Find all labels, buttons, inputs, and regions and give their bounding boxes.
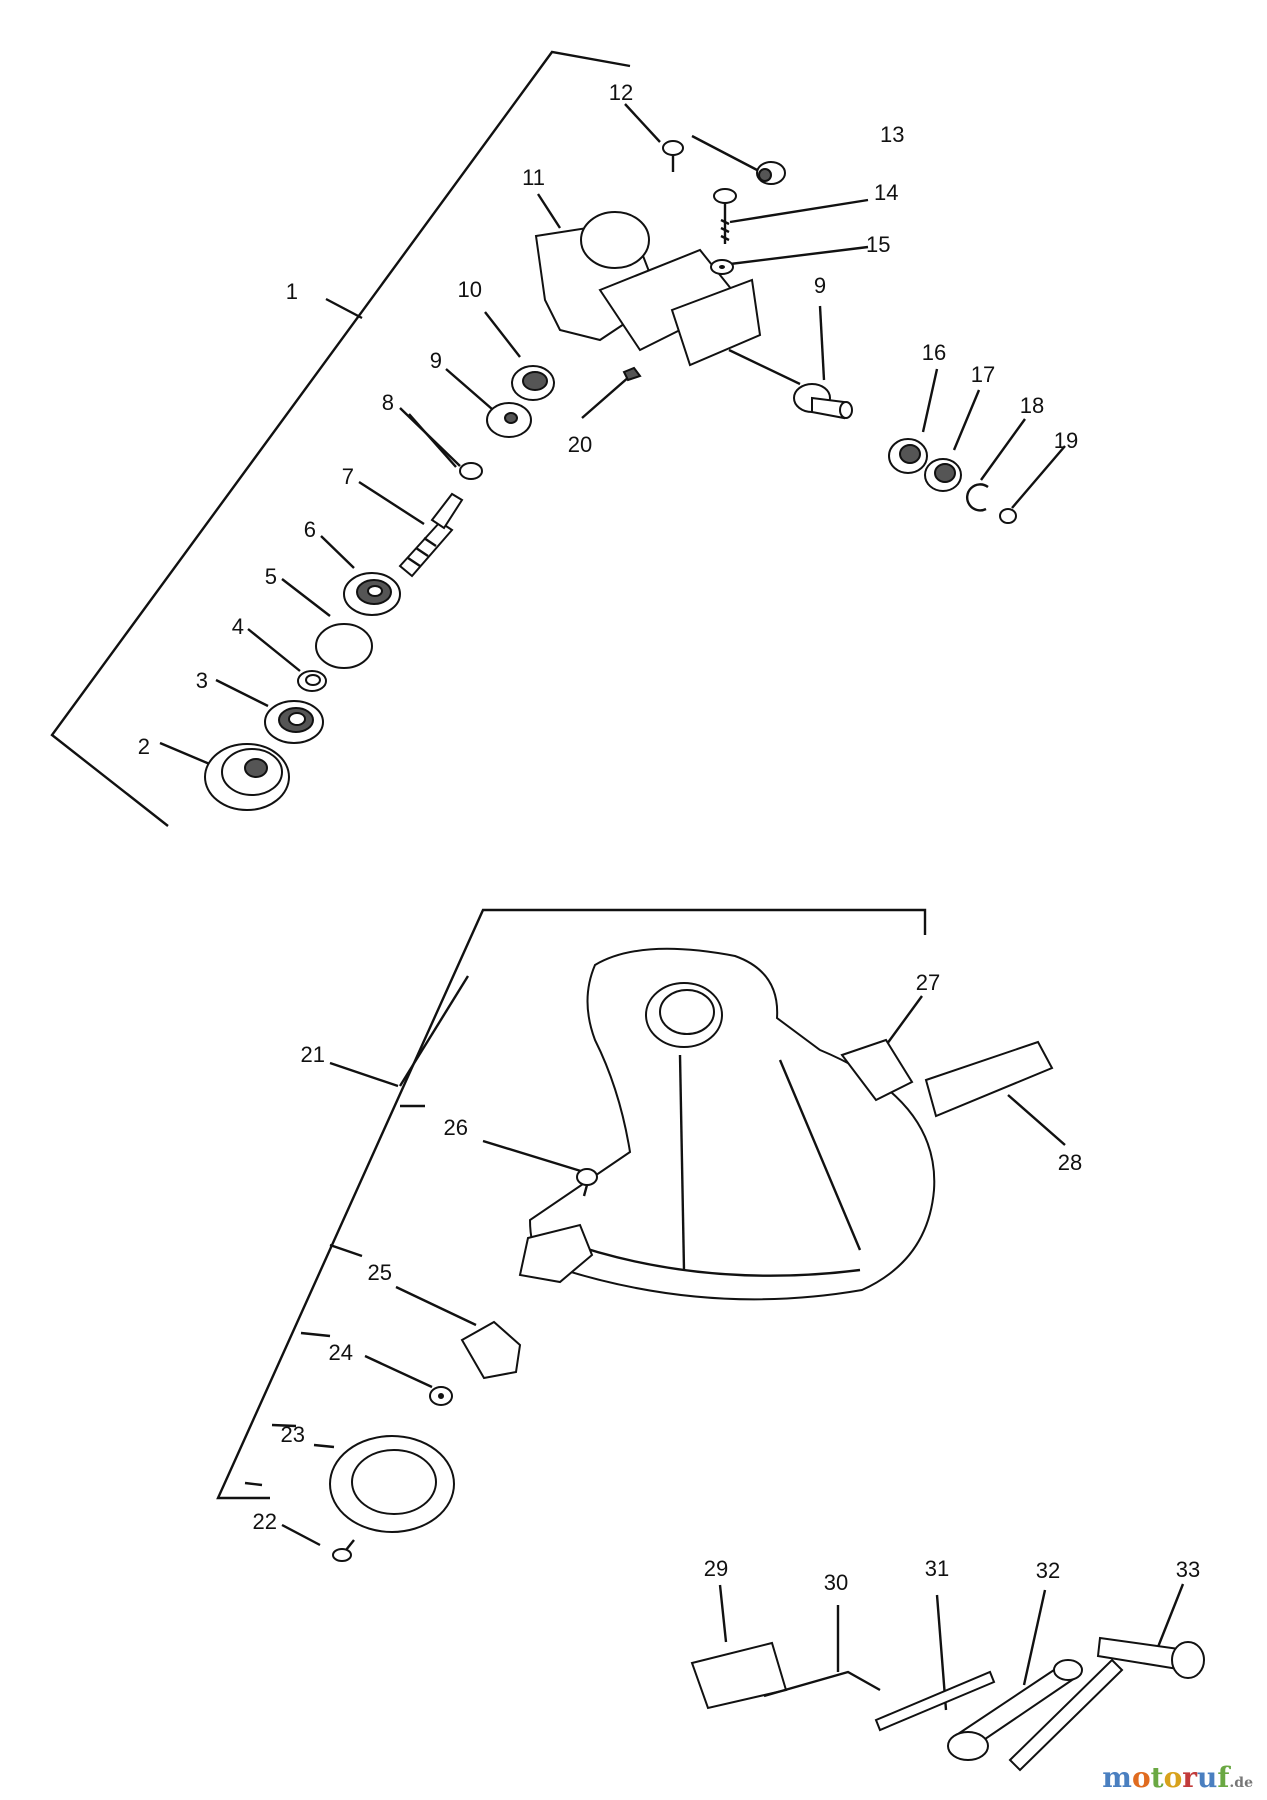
part-27-label-drawing [840,1038,914,1102]
watermark-letter: o [1163,1761,1183,1794]
part-16-drawing [888,438,928,474]
callout-label: 13 [880,122,904,147]
callout-label: 17 [971,362,995,387]
watermark-letter: o [1131,1761,1151,1794]
watermark-domain-suffix: .de [1229,1775,1253,1791]
callout-label: 9 [430,348,442,373]
callout-label: 29 [704,1556,728,1581]
callout-label: 7 [342,464,354,489]
part-22-drawing [332,1539,355,1562]
callout-label: 16 [922,340,946,365]
part-11-gear-case-drawing [534,211,762,367]
part-28-label-drawing [924,1040,1054,1118]
callout-label: 15 [866,232,890,257]
callout-label: 6 [304,517,316,542]
callout-label: 12 [609,80,633,105]
callout-label: 11 [522,165,545,190]
part-4-drawing [297,670,327,692]
callout-label: 8 [382,390,394,415]
part-18-drawing [965,483,989,512]
watermark-letter: t [1150,1761,1164,1794]
watermark-letter: f [1217,1761,1230,1794]
part-9-bevel-gear-drawing [793,383,853,420]
callout-label: 22 [253,1509,277,1534]
callout-label: 23 [281,1422,305,1447]
part-8-drawing [459,462,483,480]
part-2-drawing [204,743,290,811]
part-6-drawing [343,572,401,616]
callout-label: 19 [1054,428,1078,453]
part-5-drawing [315,623,373,669]
group-bracket-guard [216,908,927,1500]
callout-label: 32 [1036,1558,1060,1583]
callout-numbers: 1 2 3 4 5 6 7 8 9 10 11 12 13 14 15 9 16… [138,80,1200,1595]
callout-label: 25 [368,1260,392,1285]
callout-label: 2 [138,734,150,759]
part-14-drawing [713,188,737,244]
callout-label: 1 [286,279,298,304]
callout-label: 3 [196,668,208,693]
part-10-drawing [511,365,555,401]
watermark-letter: m [1102,1761,1132,1794]
part-30-hex-key-drawing [763,1670,881,1698]
part-7-drawing [398,492,464,578]
part-31-rod-drawing [874,1670,996,1732]
callout-label: 28 [1058,1150,1082,1175]
part-32-wrench-drawing [947,1659,1083,1761]
callout-label: 30 [824,1570,848,1595]
callout-label: 27 [916,970,940,995]
watermark-letter: r [1182,1761,1198,1794]
part-13-drawing [756,161,786,185]
callout-label: 5 [265,564,277,589]
part-29-drawing [690,1641,788,1710]
part-12-drawing [662,140,684,172]
leader-lines-upper [159,103,1066,767]
part-33-plug-wrench-drawing [1008,1636,1205,1772]
part-20-drawing [622,366,642,382]
part-21-guard-drawing [528,947,936,1301]
part-25-drawing [460,1223,594,1380]
part-9-drawing [486,402,532,438]
callout-label: 10 [458,277,482,302]
part-3-drawing [264,700,324,744]
motoruf-watermark-logo: motoruf.de [1102,1761,1253,1794]
callout-label: 26 [444,1115,468,1140]
leader-lines-lower [244,975,1185,1711]
part-19-drawing [999,508,1017,524]
callout-label: 4 [232,614,244,639]
part-26-drawing [576,1168,598,1197]
watermark-letter: u [1197,1761,1218,1794]
callout-label: 33 [1176,1557,1200,1582]
callout-label: 24 [329,1340,353,1365]
part-17-drawing [924,458,962,492]
callout-label: 18 [1020,393,1044,418]
callout-label: 21 [301,1042,325,1067]
callout-label: 31 [925,1556,949,1581]
callout-label: 20 [568,432,592,457]
group-bracket-gear-case [50,50,631,827]
part-15-drawing [710,259,734,275]
part-24-drawing [429,1386,453,1406]
callout-label: 9 [814,273,826,298]
callout-label: 14 [874,180,898,205]
part-23-drawing [329,1435,455,1533]
